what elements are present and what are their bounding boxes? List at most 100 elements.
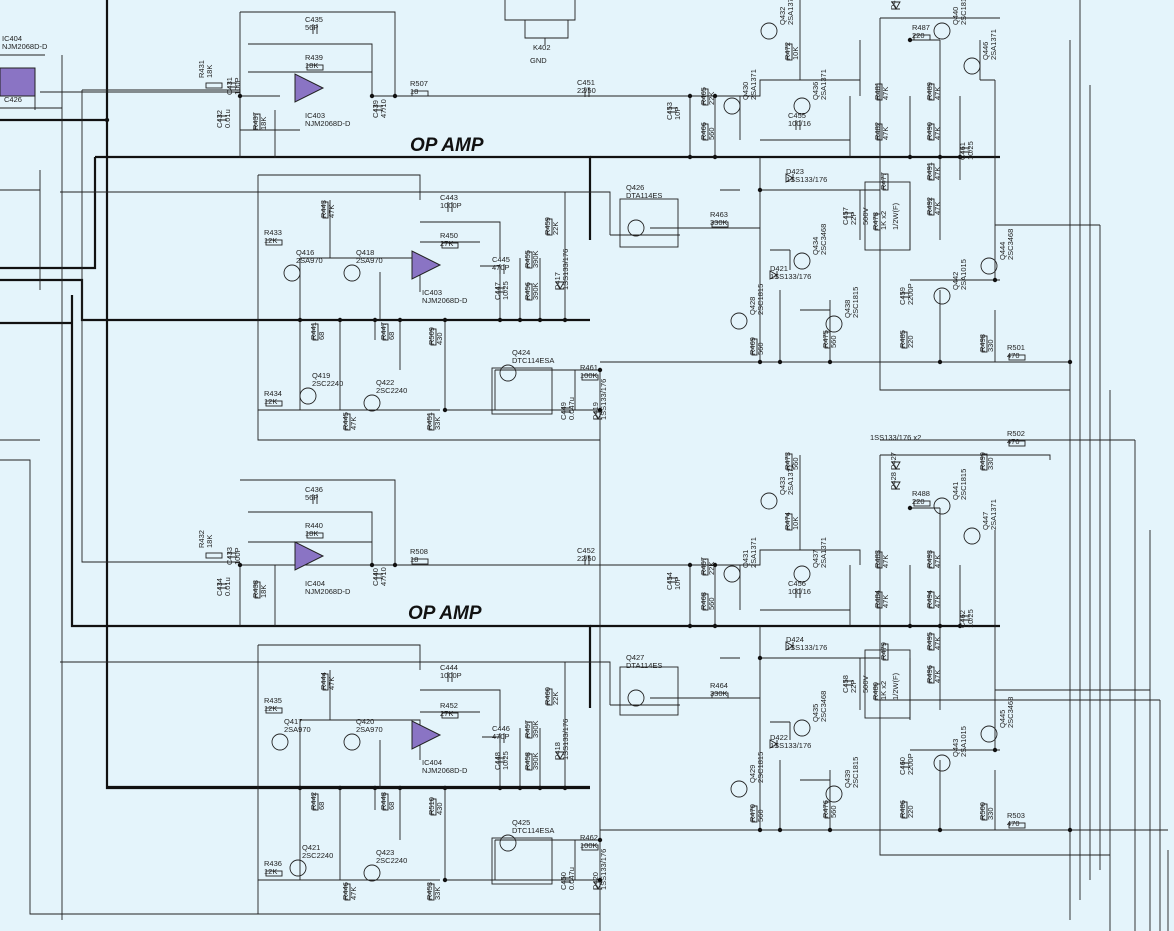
junction-dot [1067, 359, 1073, 365]
r433-ref: R433 [264, 228, 282, 237]
r469-value: 560 [756, 342, 765, 355]
r503-resistor [1008, 822, 1026, 829]
r439-resistor [306, 64, 324, 71]
q422-transistor [363, 394, 381, 412]
r434-value: 12K [264, 397, 277, 406]
q426-value: DTA114ES [626, 191, 662, 200]
junction-dot [597, 837, 603, 843]
junction-dot [372, 317, 378, 323]
junction-dot [992, 747, 998, 753]
c432-label: C4320.01u [215, 109, 232, 128]
q424-ref: Q424 [512, 348, 530, 357]
q430-ref: Q430 [741, 82, 750, 100]
c452-ref: C452 [577, 546, 595, 555]
r475-label: R475560 [821, 330, 838, 348]
r461-resistor [581, 374, 599, 381]
c459-capacitor [900, 292, 910, 298]
junction-dot [372, 785, 378, 791]
r498-ref: R498 [978, 334, 987, 352]
c458-label: C45822P [841, 675, 858, 693]
junction-dot [937, 827, 943, 833]
r469-resistor [751, 338, 758, 356]
q439-value: 2SC1815 [851, 757, 860, 788]
c459-ref: C459 [898, 287, 907, 305]
r445-label: R44547K [341, 412, 358, 430]
q416-transistor [283, 264, 301, 282]
r495-label: R49547K [925, 632, 942, 650]
q428-label: Q4282SC1815 [748, 284, 765, 315]
d422-diode [769, 739, 778, 749]
d428-label: D428 [889, 472, 898, 490]
q443-value: 2SA1015 [959, 726, 968, 757]
q426-ref: Q426 [626, 183, 644, 192]
c433-value: 100P [233, 547, 242, 565]
r474-ref: R474 [783, 512, 792, 530]
w2-ref: 1/2W(F) [891, 672, 900, 700]
d418-diode [555, 751, 565, 760]
r455-resistor [526, 251, 533, 269]
ic404-top-label: IC404 [2, 34, 22, 43]
q447-transistor [963, 527, 981, 545]
c439-value: 47/10 [379, 99, 388, 118]
r466-ref: R466 [699, 122, 708, 140]
k402-label: K402 [533, 43, 551, 52]
c434-ref: C434 [215, 578, 224, 596]
r498-value: 330 [986, 339, 995, 352]
r501-ref: R501 [1007, 343, 1025, 352]
c462-capacitor [960, 615, 970, 621]
op-amp-heading-1: OP AMP [410, 135, 484, 156]
c435-capacitor [312, 24, 318, 34]
c448-capacitor [495, 757, 505, 763]
junction-dot [992, 277, 998, 283]
c460-capacitor [900, 762, 910, 768]
q422-ref: Q422 [376, 378, 394, 387]
c449-label: C4490.047u [559, 397, 576, 420]
c455-value: 100/16 [788, 119, 811, 128]
r480-ref: R480 [871, 682, 880, 700]
q442-ref: Q442 [951, 272, 960, 290]
c432-ref: C432 [215, 110, 224, 128]
q435-label: Q4352SC3468 [811, 691, 828, 722]
c460-label: C4602200P [898, 753, 915, 775]
d421-value: 1SS133/176 [770, 272, 811, 281]
r494-value: 47K [933, 595, 942, 608]
d422-ref: D422 [770, 733, 788, 742]
r461-ref: R461 [580, 363, 598, 372]
q443-transistor [933, 754, 951, 772]
r447-resistor [382, 323, 389, 341]
q418-ref: Q418 [356, 248, 374, 257]
w1-ref: 1/2W(F) [891, 202, 900, 230]
r491-ref: R491 [925, 162, 934, 180]
r444-resistor [322, 673, 329, 691]
q437-label: Q4372SA1371 [811, 537, 828, 568]
d427-diode [891, 461, 901, 470]
q435-transistor [793, 719, 811, 737]
q433-transistor [760, 492, 778, 510]
r458-label: R458390K [523, 752, 540, 770]
r500-ref: R500 [978, 802, 987, 820]
r482-label: R48247K [873, 122, 890, 140]
r494-ref: R494 [925, 590, 934, 608]
r453-value: 33K [433, 887, 442, 900]
ic403a-op-amp [294, 73, 325, 103]
c443-value: 1000P [440, 201, 462, 210]
c446-ref: C446 [492, 724, 510, 733]
ic404b-value: NJM2068D-D [422, 766, 468, 775]
r476-ref: R476 [821, 800, 830, 818]
r465-resistor [702, 88, 709, 106]
r478-label: R4781K x2 [871, 211, 888, 230]
c451-ref: C451 [577, 78, 595, 87]
r453-label: R45333K [425, 882, 442, 900]
